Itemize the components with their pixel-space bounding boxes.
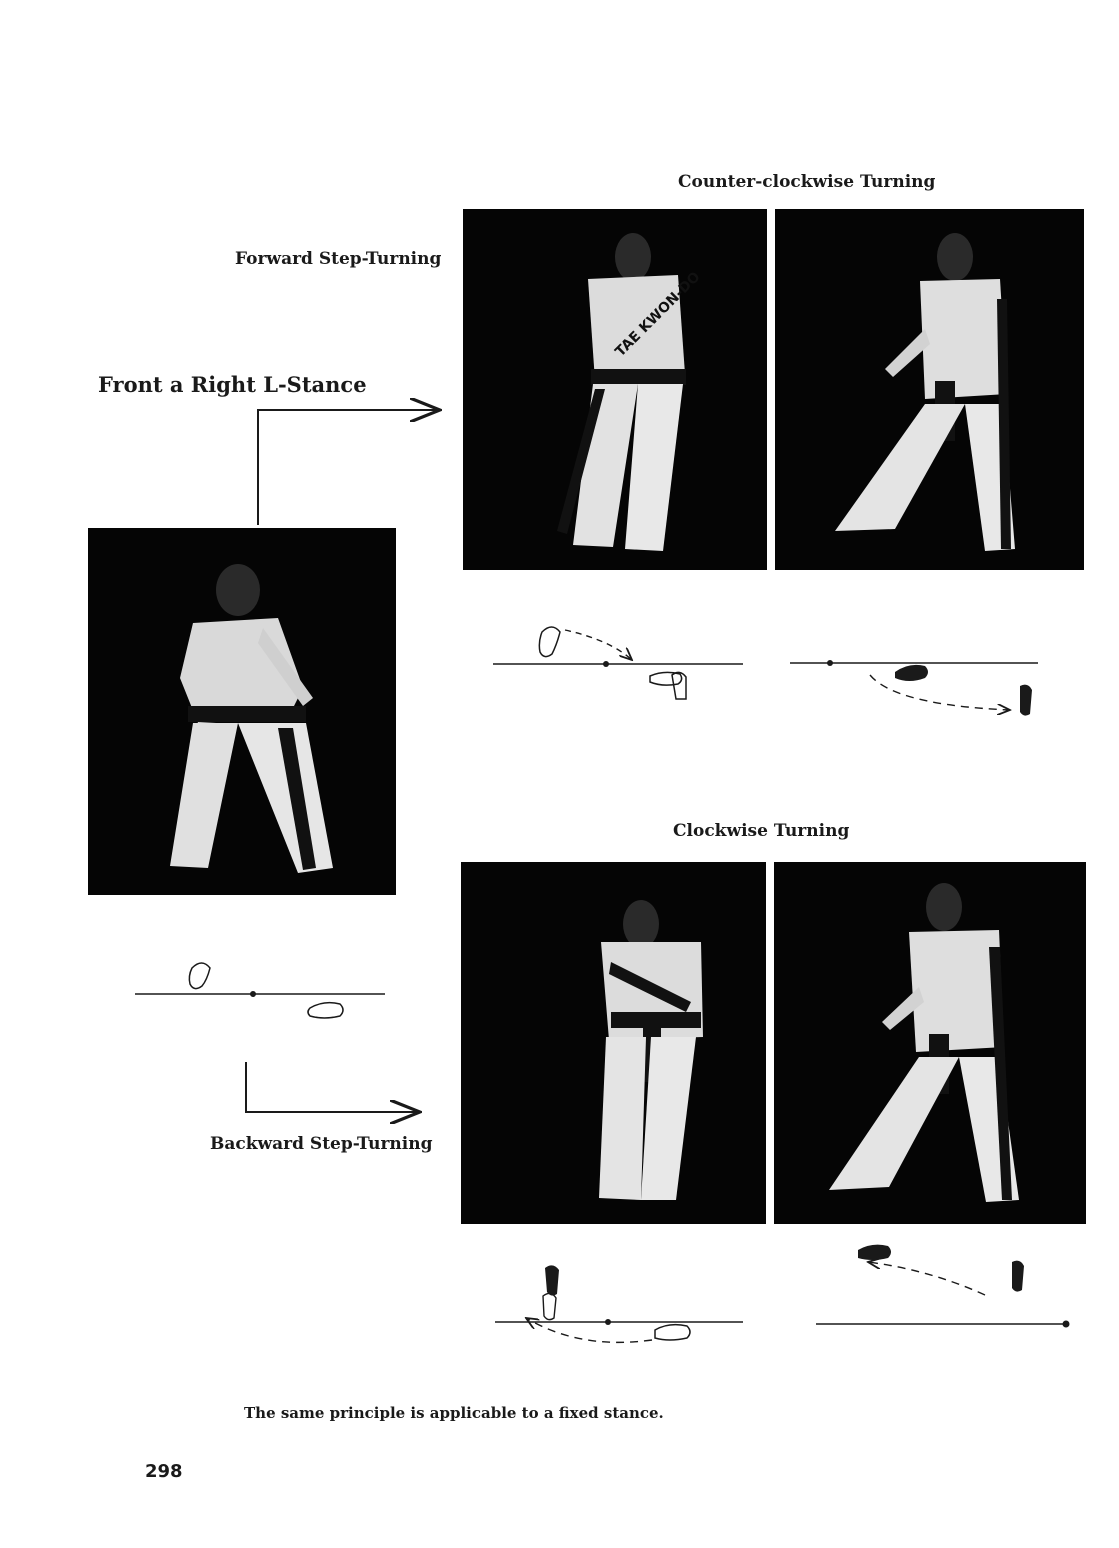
photo-cw-backward-side-view xyxy=(774,862,1086,1224)
cw-left-foot-diagram xyxy=(495,1265,743,1344)
starting-foot-diagram xyxy=(135,962,385,1019)
forward-step-label: Forward Step-Turning xyxy=(235,249,442,269)
backward-step-label: Backward Step-Turning xyxy=(210,1134,433,1154)
front-stance-title: Front a Right L-Stance xyxy=(98,372,367,397)
cw-right-foot-diagram xyxy=(816,1244,1070,1328)
forward-connector-arrow xyxy=(257,410,440,525)
photo-ccw-forward-side-view xyxy=(775,209,1084,570)
photo-cw-backward-front-view xyxy=(461,862,766,1224)
clockwise-heading: Clockwise Turning xyxy=(673,821,850,841)
backward-connector-arrow xyxy=(245,1062,420,1112)
photo-ccw-forward-back-view: TAE KWON-DO xyxy=(463,209,767,570)
ccw-right-foot-diagram xyxy=(790,660,1038,716)
counter-clockwise-heading: Counter-clockwise Turning xyxy=(678,172,936,192)
photo-starting-stance xyxy=(88,528,396,895)
page-number: 298 xyxy=(145,1461,183,1482)
page-caption: The same principle is applicable to a fi… xyxy=(244,1404,664,1422)
ccw-left-foot-diagram xyxy=(493,626,743,700)
